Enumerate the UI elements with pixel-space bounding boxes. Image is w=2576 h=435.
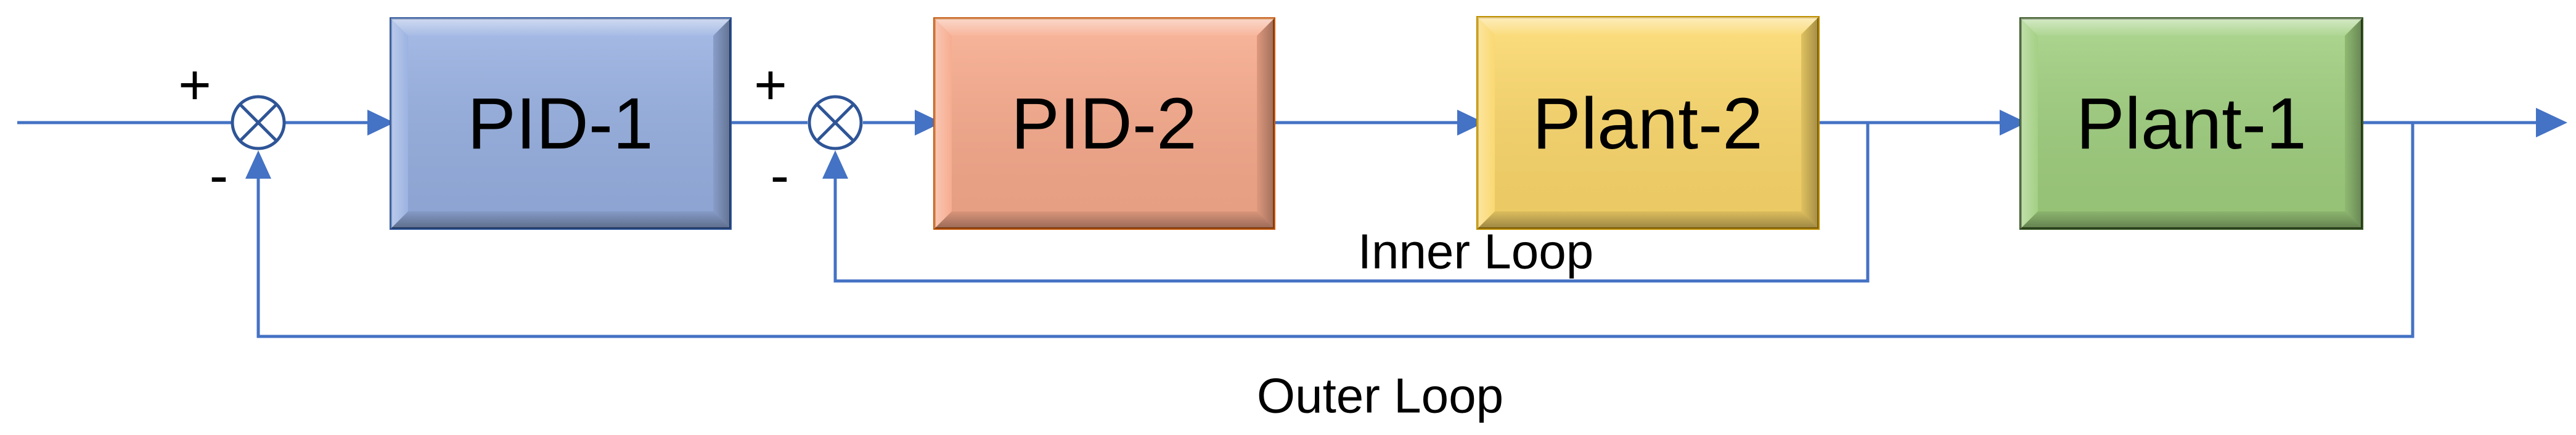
plant1-block: Plant-1 [2019, 17, 2363, 230]
pid2-block: PID-2 [933, 17, 1275, 230]
signal-wires [17, 121, 2538, 338]
outer-summing-junction [231, 95, 286, 150]
arrow-to-pid2 [915, 110, 942, 136]
outer-feedback-wire [256, 123, 2414, 338]
pid2-label: PID-2 [1011, 83, 1197, 165]
inner-junction-plus-sign: + [754, 54, 787, 116]
inner-summing-junction [808, 95, 863, 150]
inner-junction-minus-sign: - [771, 144, 790, 207]
plant2-label: Plant-2 [1532, 83, 1763, 165]
arrow-inner-feedback [822, 150, 848, 179]
arrow-outer-feedback [245, 150, 271, 179]
outer-loop-label: Outer Loop [1257, 368, 1503, 423]
arrow-to-pid1 [367, 110, 395, 136]
plant2-block: Plant-2 [1476, 16, 1820, 230]
arrow-output [2536, 108, 2567, 137]
outer-junction-minus-sign: - [210, 144, 229, 207]
inner-loop-label: Inner Loop [1358, 224, 1594, 279]
arrowheads [245, 108, 2567, 179]
inner-feedback-wire [833, 123, 1870, 283]
arrow-to-plant1 [2000, 110, 2027, 136]
plant1-label: Plant-1 [2076, 83, 2307, 165]
pid1-label: PID-1 [467, 83, 653, 165]
arrow-to-plant2 [1457, 110, 1484, 136]
outer-junction-plus-sign: + [178, 54, 211, 116]
pid1-block: PID-1 [390, 17, 732, 230]
